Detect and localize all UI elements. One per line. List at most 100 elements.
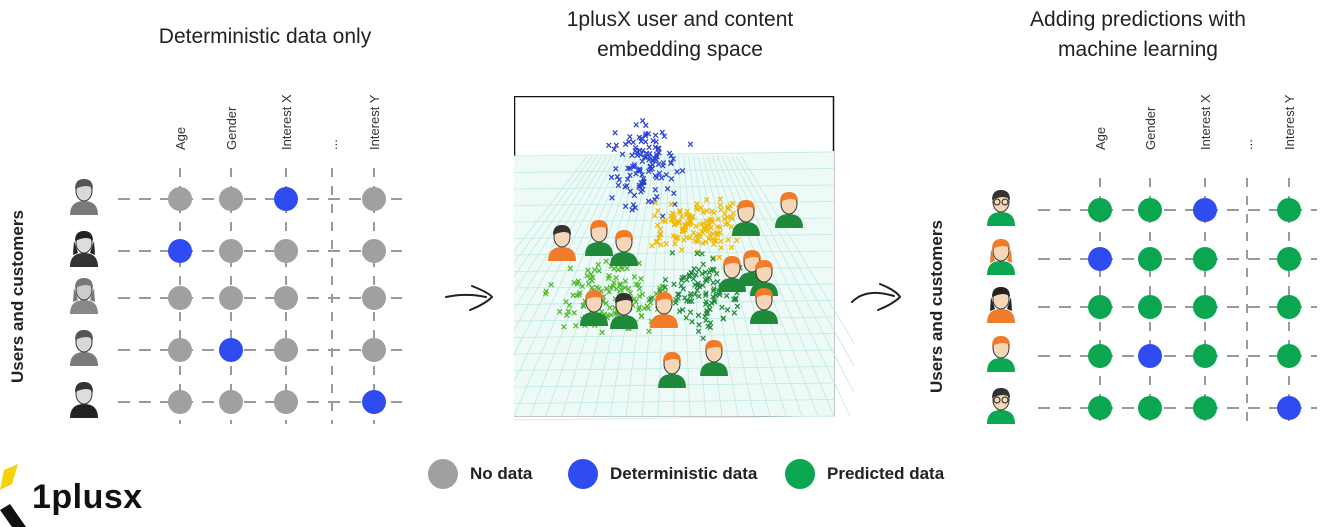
embedding-point-dark-green: × [662,282,668,294]
embedding-point-green: × [548,279,554,291]
embedding-point-blue: × [646,142,652,154]
embedding-point-blue: × [638,136,644,148]
embedding-point-green: × [588,269,594,281]
embedding-point-dark-green: × [696,291,702,303]
embedding-point-yellow: × [675,233,681,245]
embedding-point-yellow: × [654,220,660,232]
embedding-point-green: × [644,301,650,313]
embedding-point-green: × [641,303,647,315]
embedding-point-green: × [542,289,548,301]
embedding-point-yellow: × [671,209,677,221]
embedding-point-dark-green: × [717,288,723,300]
embedding-point-dark-green: × [702,311,708,323]
legend-predicted-dot [785,459,815,489]
embedding-point-dark-green: × [732,295,738,307]
user-avatar-icon [987,287,1015,323]
embedding-point-yellow: × [727,201,733,213]
embedding-point-blue: × [632,143,638,155]
embedding-point-dark-green: × [707,304,713,316]
cell-dot-det [219,338,243,362]
embedding-point-dark-green: × [692,289,698,301]
embedding-point-green: × [622,276,628,288]
embedding-point-yellow: × [671,218,677,230]
cell-dot-det [274,187,298,211]
embedding-point-blue: × [616,174,622,186]
embedding-point-green: × [625,283,631,295]
embedding-point-green: × [574,290,580,302]
embedding-point-yellow: × [725,202,731,214]
column-label-2: Interest X [279,94,294,150]
embedding-point-yellow: × [724,218,730,230]
embedding-point-dark-green: × [648,294,654,306]
embedding-point-dark-green: × [699,269,705,281]
embedding-point-blue: × [639,185,645,197]
left-grid-lines [118,168,402,424]
embedding-point-dark-green: × [703,288,709,300]
title-right: Adding predictions with machine learning [938,5,1333,65]
embedding-point-green: × [608,261,614,273]
embedding-point-dark-green: × [688,268,694,280]
embedding-point-blue: × [641,177,647,189]
embedding-point-green: × [601,309,607,321]
embedding-point-yellow: × [695,234,701,246]
embedding-point-dark-green: × [706,272,712,284]
cell-dot-none [362,286,386,310]
embedding-point-blue: × [608,172,614,184]
embedding-point-yellow: × [681,235,687,247]
embedding-point-yellow: × [687,232,693,244]
embedding-point-blue: × [636,164,642,176]
embedding-point-dark-green: × [687,307,693,319]
embedding-point-dark-green: × [673,294,679,306]
embedding-point-yellow: × [694,198,700,210]
embedding-point-green: × [565,306,571,318]
column-label-1: Gender [1143,106,1158,150]
embedding-point-yellow: × [673,233,679,245]
embedding-point-green: × [570,290,576,302]
cell-dot-pred [1138,295,1162,319]
embedding-point-yellow: × [697,232,703,244]
embedding-point-green: × [567,263,573,275]
embedding-point-green: × [618,285,624,297]
embedding-point-blue: × [659,211,665,223]
embedding-point-blue: × [659,127,665,139]
embedding-point-dark-green: × [708,298,714,310]
embedding-point-yellow: × [669,215,675,227]
embedding-point-yellow: × [674,217,680,229]
embedding-faces [548,192,803,388]
embedding-point-blue: × [645,166,651,178]
embedding-point-blue: × [630,137,636,149]
embedding-point-yellow: × [672,231,678,243]
embedding-point-green: × [622,282,628,294]
embedding-point-dark-green: × [689,296,695,308]
embedding-point-blue: × [656,168,662,180]
cell-dot-pred [1088,295,1112,319]
embedding-point-dark-green: × [703,309,709,321]
embedding-point-blue: × [639,156,645,168]
column-label-4: Interest Y [1282,94,1297,150]
cell-dot-none [362,338,386,362]
embedding-point-dark-green: × [709,264,715,276]
embedding-point-dark-green: × [734,301,740,313]
embedding-point-dark-green: × [699,280,705,292]
embedding-point-green: × [543,286,549,298]
embedding-point-blue: × [629,205,635,217]
cell-dot-pred [1193,344,1217,368]
embedding-user-icon [775,192,803,228]
embedding-point-yellow: × [682,224,688,236]
embedding-point-green: × [645,303,651,315]
embedding-point-dark-green: × [679,305,685,317]
embedding-point-blue: × [637,166,643,178]
column-label-3: ... [325,139,340,150]
embedding-point-blue: × [612,128,618,140]
embedding-point-dark-green: × [681,272,687,284]
embedding-point-dark-green: × [688,289,694,301]
embedding-point-blue: × [646,149,652,161]
embedding-point-green: × [587,273,593,285]
cell-dot-none [168,286,192,310]
embedding-point-green: × [624,263,630,275]
embedding-point-yellow: × [692,235,698,247]
embedding-point-dark-green: × [705,321,711,333]
embedding-point-dark-green: × [671,279,677,291]
embedding-point-yellow: × [714,221,720,233]
